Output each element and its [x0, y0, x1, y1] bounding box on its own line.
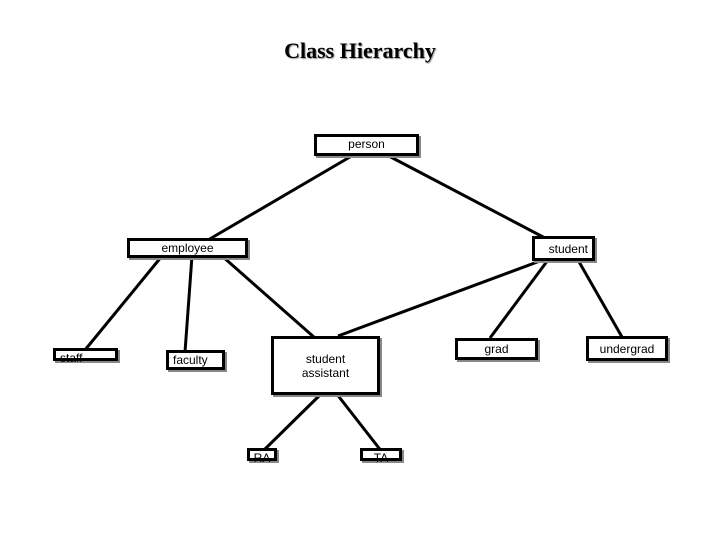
- edge-person-employee: [207, 152, 356, 242]
- node-student: student: [532, 236, 595, 261]
- edge-student-student-assistant: [337, 256, 549, 338]
- edge-student-assistant-ta: [334, 392, 384, 453]
- node-ra-label: RA: [253, 451, 271, 465]
- edge-student-grad: [488, 259, 550, 339]
- node-undergrad: undergrad: [586, 336, 668, 361]
- edge-person-student: [384, 152, 546, 240]
- edge-student-undergrad: [576, 259, 624, 338]
- node-undergrad-label: undergrad: [599, 341, 655, 356]
- node-employee: employee: [127, 238, 248, 258]
- edge-employee-faculty: [183, 255, 194, 353]
- diagram-title: Class Hierarchy: [284, 38, 436, 63]
- node-grad-label: grad: [484, 342, 509, 356]
- edge-employee-student-assistant: [221, 254, 316, 340]
- node-student-label: student: [548, 241, 588, 256]
- node-ra: RA: [247, 448, 277, 465]
- node-ta-label: TA: [373, 451, 389, 465]
- edge-employee-staff: [83, 255, 164, 351]
- node-employee-label: employee: [161, 241, 214, 255]
- edge-student-assistant-ra: [260, 391, 324, 454]
- node-ta: TA: [360, 448, 402, 465]
- node-staff: staff: [53, 348, 118, 365]
- node-faculty: faculty: [166, 350, 225, 370]
- node-person: person: [314, 134, 419, 156]
- node-person-label: person: [348, 137, 385, 151]
- node-staff-label: staff: [60, 351, 83, 365]
- node-grad: grad: [455, 338, 538, 360]
- node-faculty-label: faculty: [173, 353, 208, 367]
- node-student-assistant: student assistant: [271, 336, 380, 395]
- node-student-assistant-label: student assistant: [301, 351, 350, 380]
